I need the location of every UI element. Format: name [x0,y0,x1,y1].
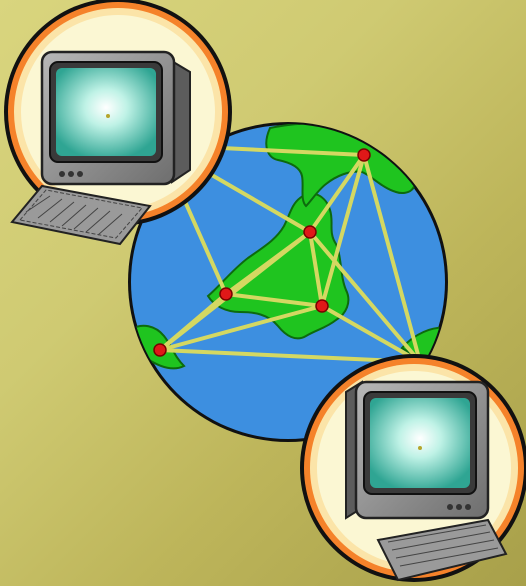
node [316,300,328,312]
node [154,344,166,356]
node [220,288,232,300]
node [358,149,370,161]
node [304,226,316,238]
computer-badge-bottom-right [300,354,526,582]
